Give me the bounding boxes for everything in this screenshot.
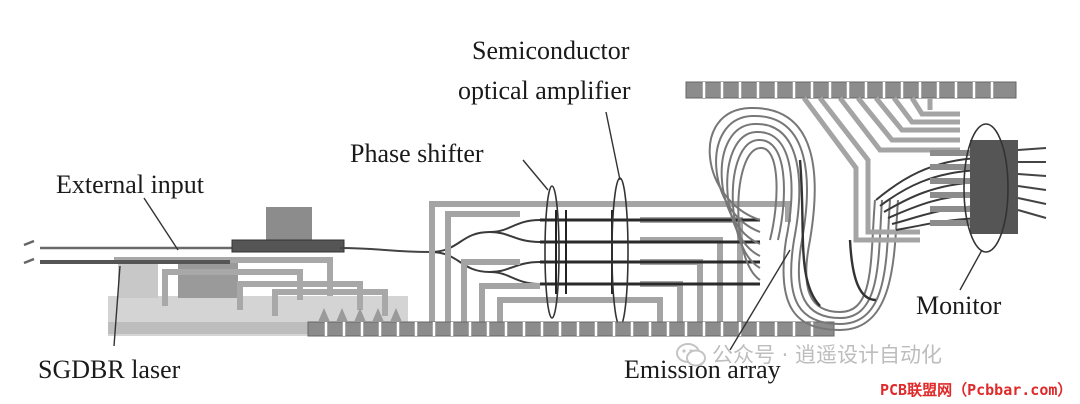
label-soa-line2: optical amplifier bbox=[458, 76, 631, 105]
bottom-pad-row bbox=[307, 321, 835, 337]
watermark-text: 公众号 · 逍遥设计自动化 bbox=[712, 343, 943, 367]
bottom-pad-gaps bbox=[324, 322, 814, 336]
label-sgdbr-laser: SGDBR laser bbox=[38, 355, 181, 384]
monitor-output-lines bbox=[1017, 147, 1047, 219]
label-phase-shifter: Phase shifter bbox=[350, 139, 484, 168]
monitor-photodiode-block bbox=[970, 140, 1018, 234]
input-waveguides bbox=[40, 239, 431, 264]
phase-shifter-marker bbox=[544, 185, 560, 319]
monitor-waveguides bbox=[875, 157, 981, 231]
label-monitor: Monitor bbox=[916, 291, 1002, 320]
leader-lines bbox=[113, 111, 983, 351]
monitor-marker bbox=[963, 123, 1009, 253]
emission-array-loops bbox=[708, 106, 899, 332]
input-break-marks bbox=[23, 239, 35, 265]
splitter-tree bbox=[429, 219, 541, 285]
emission-array-core bbox=[798, 159, 877, 307]
label-external-input: External input bbox=[56, 170, 205, 199]
monitor-pad-stubs bbox=[930, 150, 970, 226]
wechat-icon bbox=[676, 343, 706, 367]
laser-contact-pad bbox=[266, 207, 312, 245]
label-soa-line1: Semiconductor bbox=[472, 36, 630, 65]
soa-marker bbox=[611, 177, 629, 327]
channel-section-ticks bbox=[555, 210, 613, 294]
channel-waveguides bbox=[540, 218, 760, 286]
credit-text: PCB联盟网（Pcbbar.com） bbox=[880, 381, 1073, 399]
top-pad-row bbox=[685, 81, 1017, 99]
pad-triangles bbox=[318, 308, 402, 322]
top-pad-gaps bbox=[702, 82, 994, 98]
